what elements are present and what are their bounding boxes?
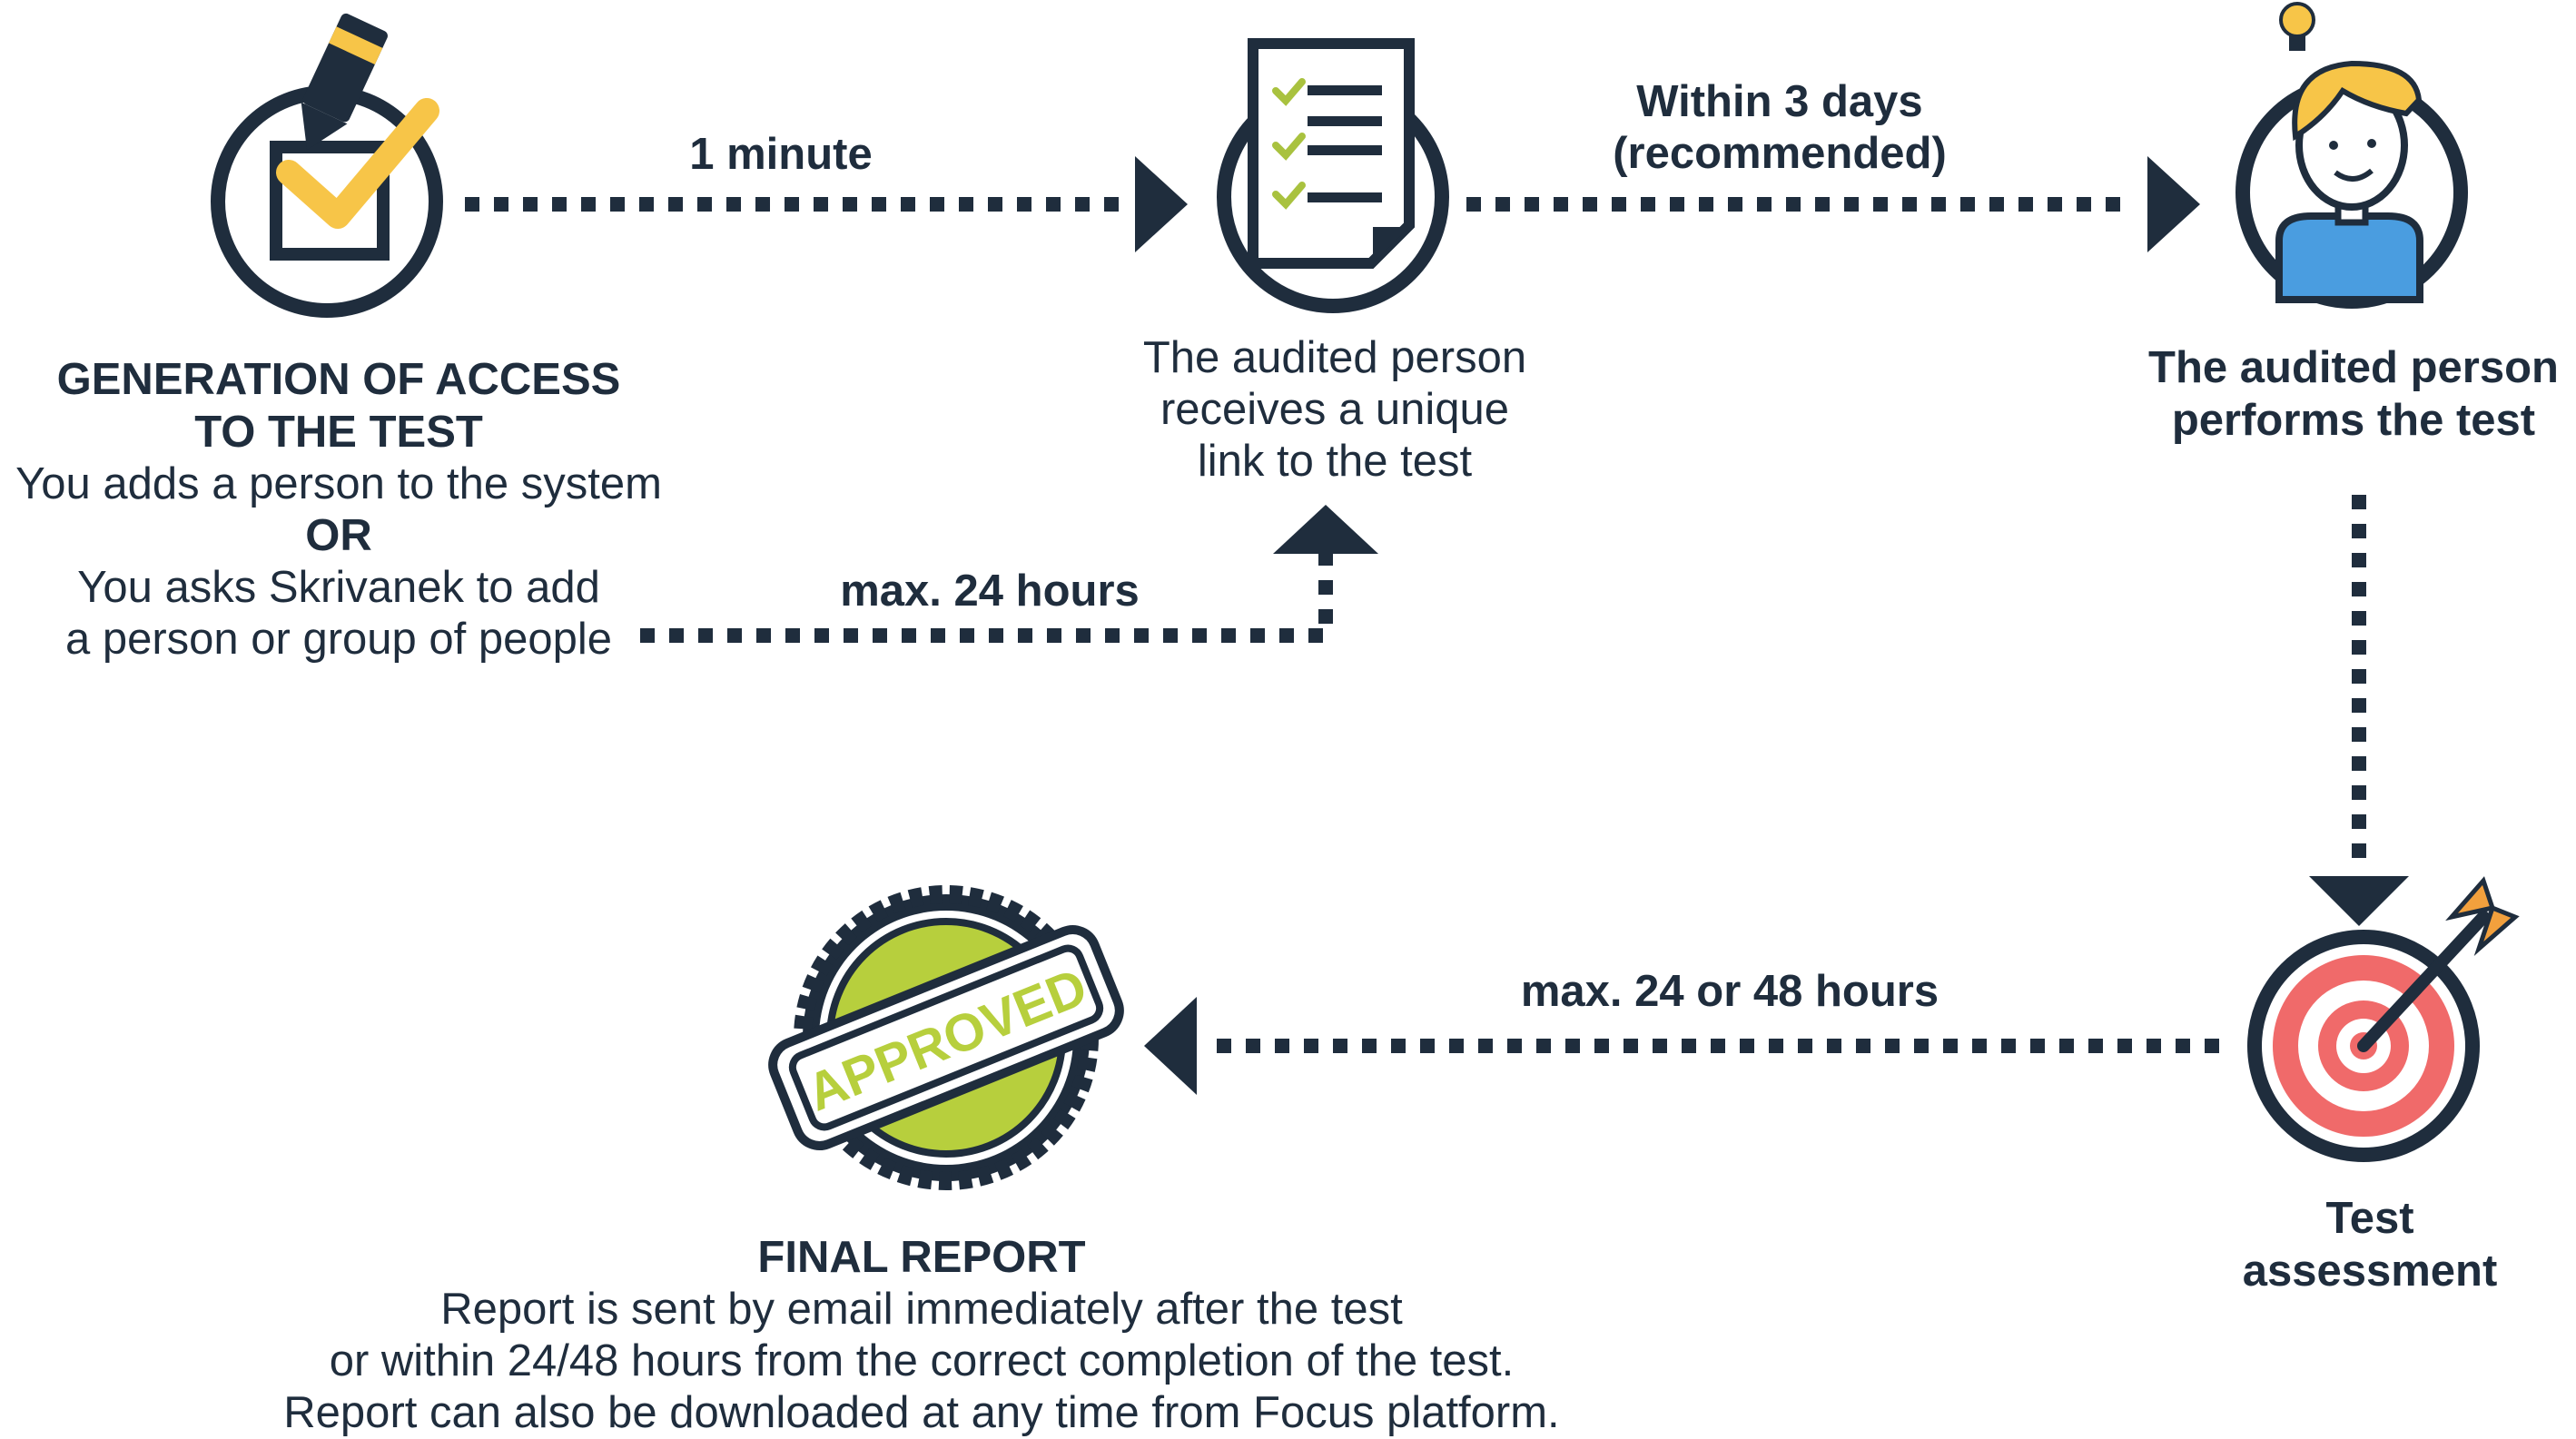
document-checklist-icon — [1217, 38, 1449, 313]
step1-line1: You adds a person to the system — [15, 459, 662, 508]
arrowhead-right — [2147, 156, 2200, 252]
arrowhead-right — [1135, 156, 1188, 252]
person-lightbulb-icon — [2235, 2, 2468, 309]
step2-line3: link to the test — [1197, 437, 1473, 486]
connector-label-max-24-or-48-hours: max. 24 or 48 hours — [1520, 967, 1939, 1016]
step1-title-line2: TO THE TEST — [194, 408, 483, 457]
step3-line2: performs the test — [2171, 396, 2536, 445]
step4-line1: Test — [2325, 1194, 2414, 1243]
step2-line1: The audited person — [1142, 333, 1527, 382]
arrowhead-up — [1273, 505, 1378, 554]
step5-line3: Report can also be downloaded at any tim… — [283, 1388, 1560, 1437]
connector-label-1-minute: 1 minute — [689, 130, 873, 179]
approved-stamp-icon: APPROVED — [768, 885, 1124, 1190]
connector-step2-to-step3 — [1466, 156, 2200, 252]
arrowhead-left — [1144, 997, 1197, 1095]
step4-line2: assessment — [2242, 1247, 2498, 1296]
step5-line1: Report is sent by email immediately afte… — [440, 1285, 1403, 1334]
connector-step1-to-step2-alt — [640, 505, 1378, 643]
arrowhead-down — [2309, 876, 2409, 926]
connector-label-max-24-hours: max. 24 hours — [840, 567, 1140, 616]
step2-line2: receives a unique — [1160, 385, 1510, 434]
checkbox-pencil-icon — [211, 13, 443, 318]
connector-label-within-3-days: Within 3 days — [1636, 77, 1923, 126]
connector-step3-to-step4 — [2309, 495, 2409, 926]
target-arrow-icon — [2247, 876, 2520, 1162]
step5-line2: or within 24/48 hours from the correct c… — [329, 1336, 1515, 1385]
connector-step4-to-step5 — [1144, 997, 2229, 1095]
connector-label-recommended: (recommended) — [1613, 129, 1947, 178]
step1-line2: You asks Skrivanek to add — [77, 563, 600, 612]
step5-title: FINAL REPORT — [757, 1233, 1086, 1282]
step1-title-line1: GENERATION OF ACCESS — [56, 355, 621, 404]
step1-line3: a person or group of people — [64, 615, 613, 664]
step1-or: OR — [305, 511, 372, 560]
connector-step1-to-step2 — [465, 156, 1188, 252]
step3-line1: The audited person — [2148, 343, 2559, 392]
